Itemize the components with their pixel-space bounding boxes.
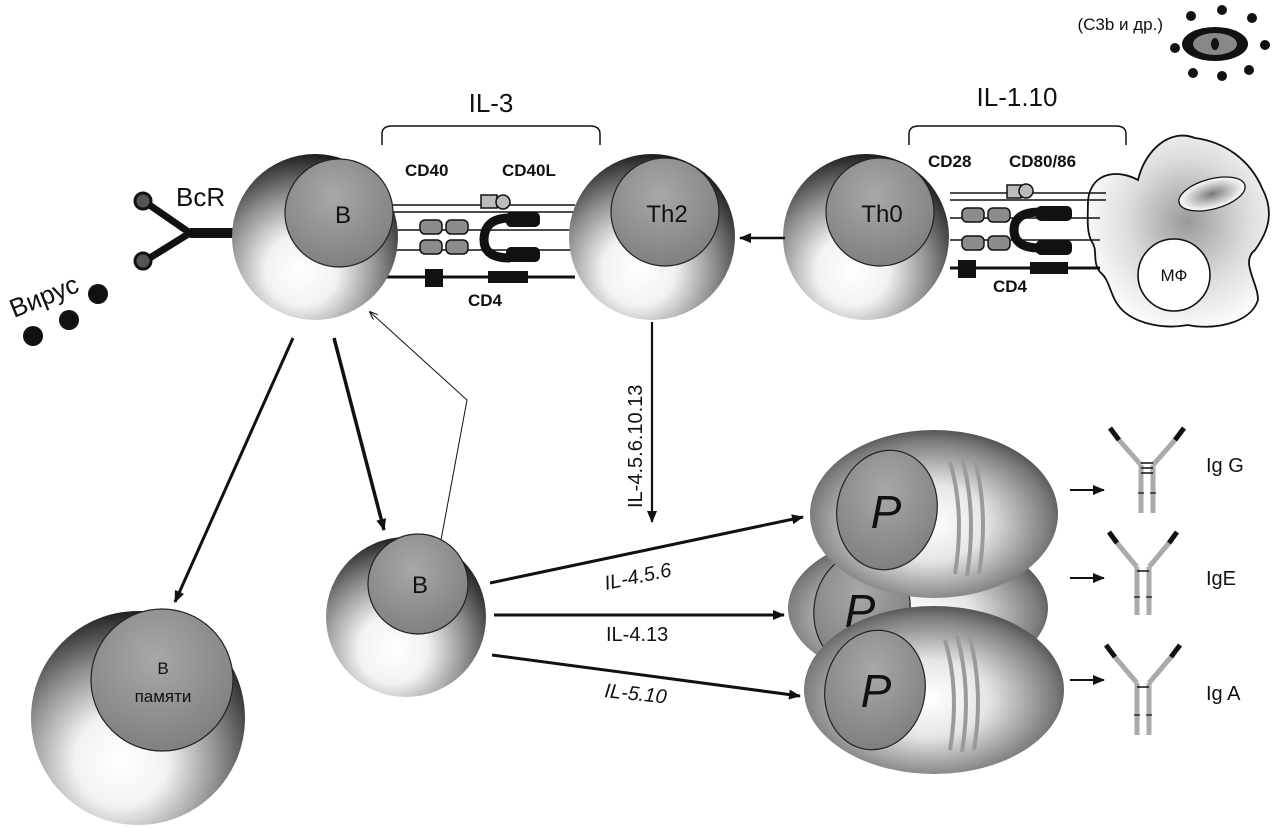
b-cell-top: B — [232, 154, 398, 320]
b-to-b-arrow — [332, 337, 387, 531]
plasma-cell-1-label: P — [871, 486, 902, 538]
cd4-right-label: CD4 — [993, 277, 1028, 296]
th2-cell: Th2 — [569, 154, 735, 320]
il-1-10-label: IL-1.10 — [977, 82, 1058, 112]
b-th2-receptor-complex — [386, 194, 575, 287]
ige-antibody-icon — [1106, 530, 1180, 615]
cd28-label: CD28 — [928, 152, 971, 171]
cd80-86-label: CD80/86 — [1009, 152, 1076, 171]
macrophage-nucleus — [1137, 238, 1211, 312]
il-456-label: IL-4.5.6 — [602, 559, 674, 595]
bcr-receptor-icon — [133, 191, 240, 271]
th0-macrophage-receptor-complex — [950, 183, 1106, 278]
plasma-cell-1: P — [810, 430, 1058, 598]
b-to-plasma-iga-arrow — [491, 653, 801, 700]
il-3-label: IL-3 — [469, 88, 514, 118]
plasma-cell-3: P — [804, 606, 1064, 774]
memory-b-label-line1: B — [157, 659, 168, 678]
ige-label: IgE — [1206, 568, 1236, 590]
feedback-arrow — [370, 312, 468, 541]
b-cell-middle-label: B — [412, 572, 428, 599]
c3b-label: (C3b и др.) — [1077, 15, 1163, 34]
cd40l-label: CD40L — [502, 161, 556, 180]
virus-particles-icon — [23, 284, 108, 346]
il-3-bracket — [381, 125, 601, 145]
macrophage-vacuole — [1178, 176, 1246, 212]
macrophage-label: МФ — [1161, 266, 1188, 285]
th2-cell-label: Th2 — [646, 201, 687, 228]
b-to-memory-arrow — [173, 337, 295, 603]
igg-antibody-icon — [1108, 426, 1186, 513]
b-cell-middle: B — [326, 533, 486, 697]
il-510-label: IL-5.10 — [603, 680, 667, 708]
iga-label: Ig A — [1206, 683, 1241, 705]
th0-cell-label: Th0 — [861, 201, 902, 228]
opsonized-particle-icon — [1170, 5, 1270, 81]
b-to-plasma-igg-arrow — [489, 514, 804, 585]
cd40-label: CD40 — [405, 161, 448, 180]
b-cell-top-label: B — [335, 202, 351, 229]
il-vertical-label: IL-4.5.6.10.13 — [625, 385, 647, 508]
cd4-left-label: CD4 — [468, 291, 503, 310]
igg-label: Ig G — [1206, 455, 1244, 477]
memory-b-label-line2: памяти — [135, 687, 192, 706]
iga-antibody-icon — [1104, 643, 1182, 735]
bcr-label: BcR — [176, 182, 225, 212]
il-413-label: IL-4.13 — [606, 624, 668, 646]
plasma-cell-3-label: P — [861, 665, 892, 717]
th0-cell: Th0 — [783, 154, 949, 320]
memory-b-cell: B памяти — [31, 608, 245, 825]
il-1-10-bracket — [908, 125, 1127, 145]
